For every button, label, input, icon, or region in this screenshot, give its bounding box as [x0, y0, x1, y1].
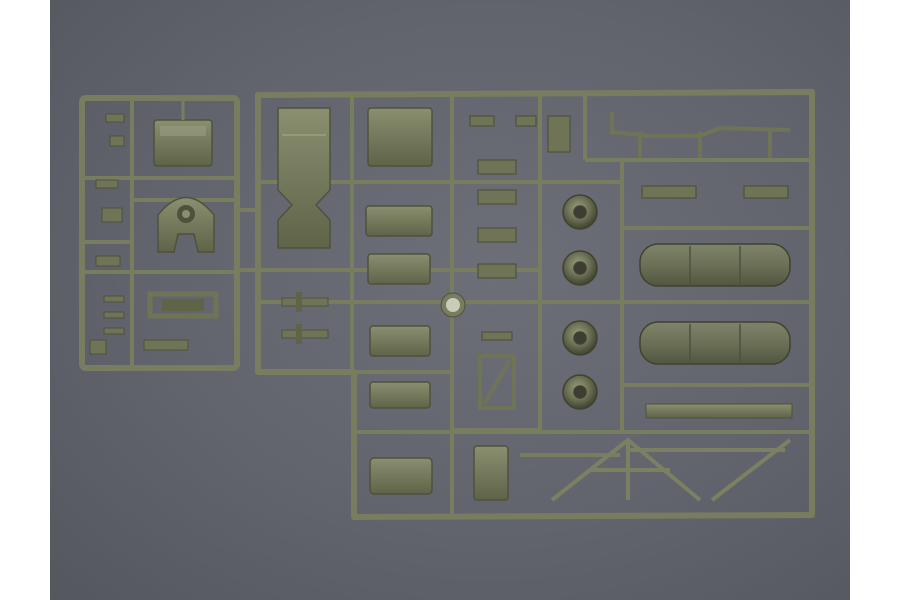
fuel-tanks: [639, 243, 791, 365]
long-bar-part: [645, 403, 793, 419]
small-clamps: [641, 185, 789, 199]
wheel-parts: [562, 194, 598, 410]
box-parts: [365, 107, 509, 501]
sprue-frame: [79, 89, 815, 520]
top-right-rod: [610, 112, 791, 158]
a-frame-part: [550, 437, 792, 502]
bracket-parts: [469, 115, 571, 410]
plate-parts: [277, 107, 331, 344]
center-hub: [440, 292, 466, 318]
left-frame-parts: [89, 100, 219, 355]
